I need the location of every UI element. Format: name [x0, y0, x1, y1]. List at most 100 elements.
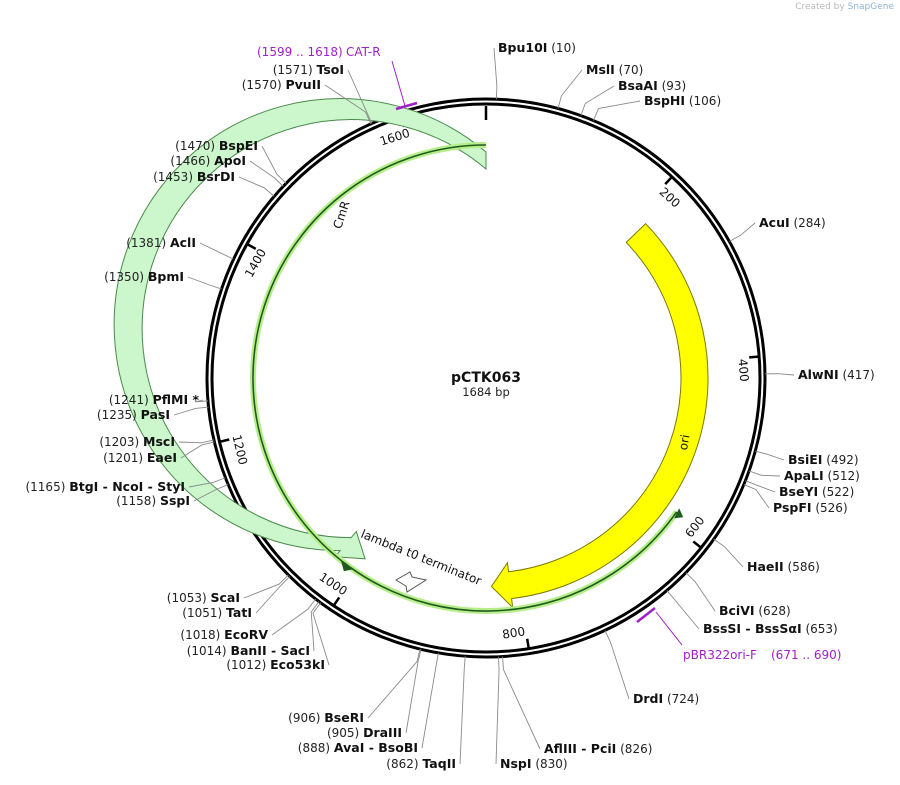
site-label-bsrdi[interactable]: (1453) BsrDI: [153, 169, 235, 184]
site-pos-btgi-ncoi-styi: (1165): [25, 480, 65, 494]
plasmid-name: pCTK063: [451, 370, 521, 386]
site-label-drdi[interactable]: DrdI (724): [633, 691, 699, 706]
site-label-sspi[interactable]: (1158) SspI: [116, 493, 190, 508]
terminator-feature[interactable]: [395, 571, 428, 593]
site-name-tati: TatI: [226, 605, 252, 620]
site-pos-haeii: (586): [788, 560, 820, 574]
snapgene-watermark: Created by SnapGene: [795, 2, 894, 12]
ori-feature[interactable]: [490, 222, 709, 609]
site-label-tati[interactable]: (1051) TatI: [182, 605, 252, 620]
site-pos-drdi: (724): [667, 692, 699, 706]
tick-mark-1000: [332, 596, 341, 608]
site-label-bseri[interactable]: (906) BseRI: [288, 710, 364, 725]
leader-bspei: [261, 145, 287, 184]
site-pos-taqii: (862): [386, 757, 418, 771]
tick-label-1600: 1600: [378, 126, 411, 149]
site-pos-pflmi: (1241): [109, 393, 149, 407]
site-label-avai-bsobi[interactable]: (888) AvaI - BsoBI: [298, 740, 418, 755]
site-label-apali[interactable]: ApaLI (512): [784, 468, 860, 483]
leader-pspfi: [743, 484, 770, 509]
site-pos-eco53ki: (1012): [226, 658, 266, 672]
leader-nspi: [495, 656, 500, 765]
site-label-alwni[interactable]: AlwNI (417): [798, 367, 875, 382]
leader-bpu10i: [493, 47, 498, 100]
site-pos-acli: (1381): [126, 236, 166, 250]
site-name-acli: AclI: [170, 235, 196, 250]
site-label-apoi[interactable]: (1466) ApoI: [170, 153, 246, 168]
site-label-acli[interactable]: (1381) AclI: [126, 235, 196, 250]
site-label-afliii-pcii[interactable]: AflIII - PciI (826): [544, 741, 652, 756]
site-label-bsaai[interactable]: BsaAI (93): [618, 78, 686, 93]
site-name-acui: AcuI: [759, 215, 790, 230]
site-label-pflmi[interactable]: (1241) PflMI *: [109, 392, 200, 407]
leader-alwni: [764, 373, 795, 376]
site-label-tsoi[interactable]: (1571) TsoI: [273, 62, 344, 77]
leader-drdi: [604, 630, 630, 700]
leader-draiii: [405, 649, 422, 734]
site-label-eco53ki[interactable]: (1012) Eco53kI: [226, 657, 325, 672]
site-pos-pspfi: (526): [815, 501, 847, 515]
leader-bseyi: [745, 480, 776, 493]
leader-bseri: [367, 648, 421, 719]
site-pos-acui: (284): [793, 216, 825, 230]
site-name-sspi: SspI: [160, 493, 190, 508]
site-label-haeii[interactable]: HaeII (586): [747, 559, 820, 574]
site-pos-scai: (1053): [167, 591, 207, 605]
site-name-drdi: DrdI: [633, 691, 663, 706]
site-name-tsoi: TsoI: [316, 62, 344, 77]
site-label-eaei[interactable]: (1201) EaeI: [103, 450, 177, 465]
leader-bsrdi: [238, 176, 275, 197]
site-pos-alwni: (417): [842, 368, 874, 382]
primer-pbr-leader: [655, 611, 683, 646]
site-name-ecorv: EcoRV: [224, 627, 268, 642]
primer-pbr-range: (671 .. 690): [771, 648, 841, 662]
site-pos-afliii-pcii: (826): [620, 742, 652, 756]
tick-label-200: 200: [657, 185, 683, 211]
site-name-bsssi-bsss-i: BssSI - BssSαI: [703, 621, 802, 636]
site-label-bsphi[interactable]: BspHI (106): [644, 93, 721, 108]
site-label-bpu10i[interactable]: Bpu10I (10): [498, 40, 576, 55]
site-label-nspi[interactable]: NspI (830): [500, 756, 568, 771]
site-pos-msci: (1203): [99, 435, 139, 449]
site-name-pasi: PasI: [141, 407, 170, 422]
site-pos-bspei: (1470): [175, 139, 215, 153]
tick-label-1200: 1200: [229, 433, 250, 466]
site-label-bseyi[interactable]: BseYI (522): [779, 484, 854, 499]
site-label-bspei[interactable]: (1470) BspEI: [175, 138, 258, 153]
site-name-bseri: BseRI: [324, 710, 364, 725]
site-name-eco53ki: Eco53kI: [270, 657, 325, 672]
site-label-bcivi[interactable]: BciVI (628): [719, 603, 791, 618]
tick-label-600: 600: [682, 514, 707, 541]
site-pos-tati: (1051): [182, 606, 222, 620]
site-label-bsiei[interactable]: BsiEI (492): [788, 452, 859, 467]
site-pos-pvuii: (1570): [242, 78, 282, 92]
site-label-acui[interactable]: AcuI (284): [759, 215, 826, 230]
site-label-pspfi[interactable]: PspFI (526): [773, 500, 848, 515]
site-label-btgi-ncoi-styi[interactable]: (1165) BtgI - NcoI - StyI: [25, 479, 185, 494]
site-name-bsphi: BspHI: [644, 93, 685, 108]
cds-halo-0: [250, 142, 487, 570]
site-label-pasi[interactable]: (1235) PasI: [97, 407, 170, 422]
site-label-bpmi[interactable]: (1350) BpmI: [104, 269, 184, 284]
site-label-bsssi-bsss-i[interactable]: BssSI - BssSαI (653): [703, 621, 838, 636]
site-name-pspfi: PspFI: [773, 500, 812, 515]
site-name-bpmi: BpmI: [148, 269, 184, 284]
tick-mark-1200: [218, 438, 230, 444]
site-pos-apoi: (1466): [170, 154, 210, 168]
leader-msli: [557, 69, 583, 109]
tick-mark-1400: [245, 242, 257, 250]
site-label-banii-saci[interactable]: (1014) BanII - SacI: [187, 643, 310, 658]
site-name-bsrdi: BsrDI: [197, 169, 235, 184]
site-label-scai[interactable]: (1053) ScaI: [167, 590, 240, 605]
site-label-draiii[interactable]: (905) DraIII: [327, 725, 402, 740]
site-label-msci[interactable]: (1203) MscI: [99, 434, 175, 449]
site-label-msli[interactable]: MslI (70): [586, 62, 643, 77]
site-label-taqii[interactable]: (862) TaqII: [386, 756, 456, 771]
site-pos-bpmi: (1350): [104, 270, 144, 284]
site-label-pvuii[interactable]: (1570) PvuII: [242, 77, 321, 92]
leader-afliii-pcii: [502, 656, 541, 750]
site-name-afliii-pcii: AflIII - PciI: [544, 741, 616, 756]
leader-tati: [255, 576, 291, 614]
site-label-ecorv[interactable]: (1018) EcoRV: [180, 627, 268, 642]
